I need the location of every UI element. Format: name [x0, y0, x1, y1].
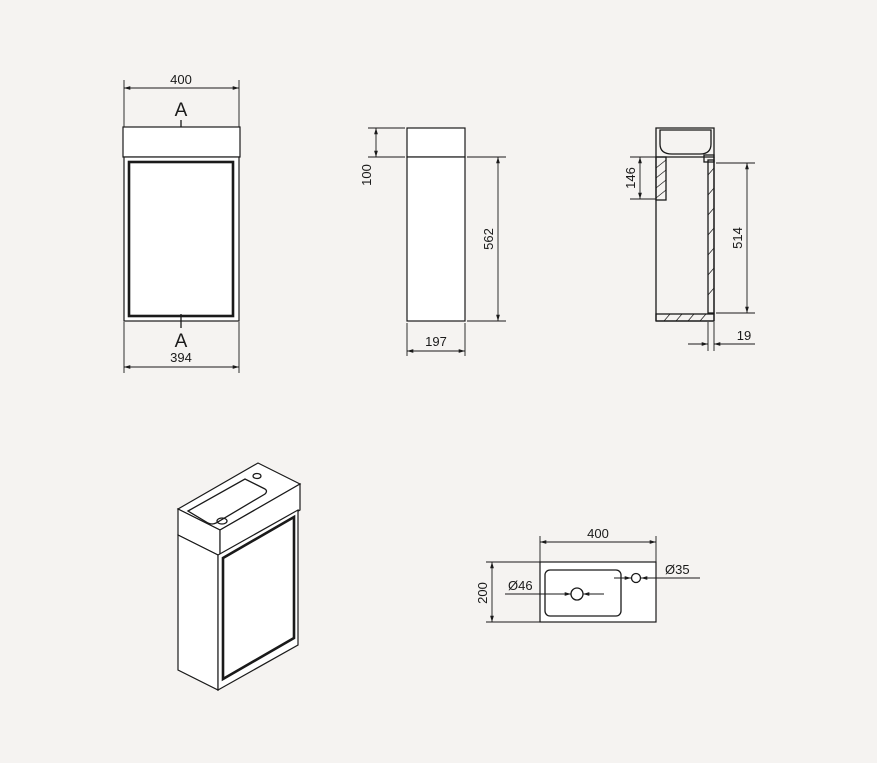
basin-bowl-top: [544, 569, 622, 617]
front-width-bottom-label: 394: [170, 350, 192, 365]
section-bottom-plate: [655, 313, 715, 322]
top-depth-label: 200: [475, 582, 490, 604]
top-view: 400 Ø46 Ø35 200: [475, 526, 700, 623]
basin-top-front: [122, 126, 241, 158]
basin-recess: [186, 478, 268, 525]
section-wall-height-label: 146: [623, 167, 638, 189]
cabinet-right-face: [217, 508, 299, 692]
basin-bowl: [659, 129, 712, 155]
basin-top-side: [406, 127, 466, 158]
iso-door-frame: [221, 514, 296, 682]
tap-hole-diameter-label: Ø35: [665, 562, 690, 577]
section-thickness-label: 19: [737, 328, 751, 343]
front-view: 400 A A 394: [122, 72, 241, 373]
side-cabinet-height-label: 562: [481, 228, 496, 250]
drain-diameter-label: Ø46: [508, 578, 533, 593]
section-marker-bottom: A: [175, 331, 188, 352]
basin-top-outline: [539, 561, 657, 623]
cabinet-front: [123, 156, 240, 322]
section-view: 146 514 19: [623, 127, 755, 351]
side-view: 100 562 197: [359, 127, 506, 356]
isometric-view: [176, 462, 302, 692]
tap-hole: [252, 472, 262, 480]
drain-hole: [216, 517, 228, 525]
cabinet-left-face: [177, 534, 219, 691]
section-right-wall: [707, 159, 715, 314]
front-width-top-label: 400: [170, 72, 192, 87]
tap-hole-circle: [630, 572, 642, 584]
cabinet-side: [406, 156, 466, 322]
top-width-label: 400: [587, 526, 609, 541]
side-top-height-label: 100: [359, 164, 374, 186]
section-inner-height-label: 514: [730, 227, 745, 249]
section-left-wall: [655, 156, 667, 201]
side-depth-label: 197: [425, 334, 447, 349]
section-marker-top: A: [175, 100, 188, 121]
